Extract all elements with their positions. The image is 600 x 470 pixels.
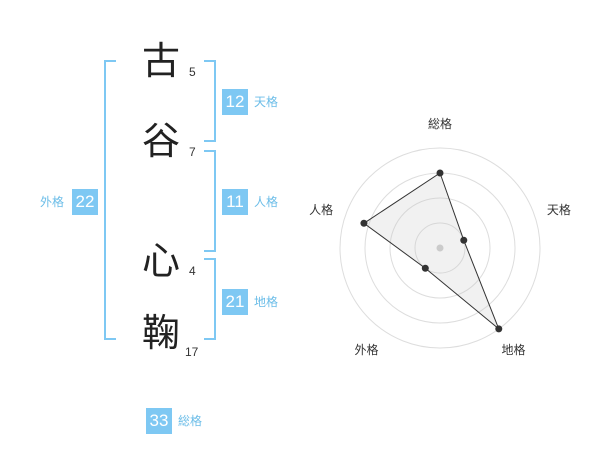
name-char-3: 心 <box>141 239 180 283</box>
soukaku-score: 33 <box>146 408 172 434</box>
gaikaku-bracket <box>104 60 116 340</box>
radar-point <box>460 236 468 244</box>
tenkaku-score: 12 <box>222 89 248 115</box>
radar-center <box>436 244 444 252</box>
radar-axis-label: 総格 <box>428 117 453 131</box>
name-char-1: 古 <box>141 39 180 83</box>
radar-polygon <box>363 172 500 330</box>
chikaku-label: 地格 <box>254 295 279 309</box>
tenkaku-bracket <box>204 60 216 142</box>
name-char-2: 谷 <box>141 119 180 163</box>
chikaku-bracket <box>204 258 216 340</box>
soukaku-label: 総格 <box>178 414 203 428</box>
radar-ring <box>414 222 466 274</box>
stroke-count-2: 7 <box>189 145 196 159</box>
radar-point <box>495 325 503 333</box>
radar-point <box>421 264 429 272</box>
tenkaku-label: 天格 <box>254 95 279 109</box>
radar-ring <box>389 197 491 299</box>
gaikaku-label: 外格 <box>40 195 65 209</box>
jinkaku-label: 人格 <box>254 195 279 209</box>
radar-axis-label: 地格 <box>501 343 526 358</box>
name-char-4: 鞠 <box>141 311 180 355</box>
radar-point <box>360 219 368 227</box>
gaikaku-score: 22 <box>72 189 98 215</box>
chikaku-score: 21 <box>222 289 248 315</box>
stroke-count-3: 4 <box>189 264 196 278</box>
radar-axis-label: 天格 <box>546 203 571 218</box>
stroke-count-4: 17 <box>185 345 199 359</box>
stroke-count-1: 5 <box>189 65 196 79</box>
radar-ring <box>339 147 541 349</box>
radar-axis-label: 外格 <box>354 343 379 358</box>
radar-axis-label: 人格 <box>309 203 334 218</box>
jinkaku-score: 11 <box>222 189 248 215</box>
jinkaku-bracket <box>204 150 216 252</box>
radar-point <box>436 169 444 177</box>
